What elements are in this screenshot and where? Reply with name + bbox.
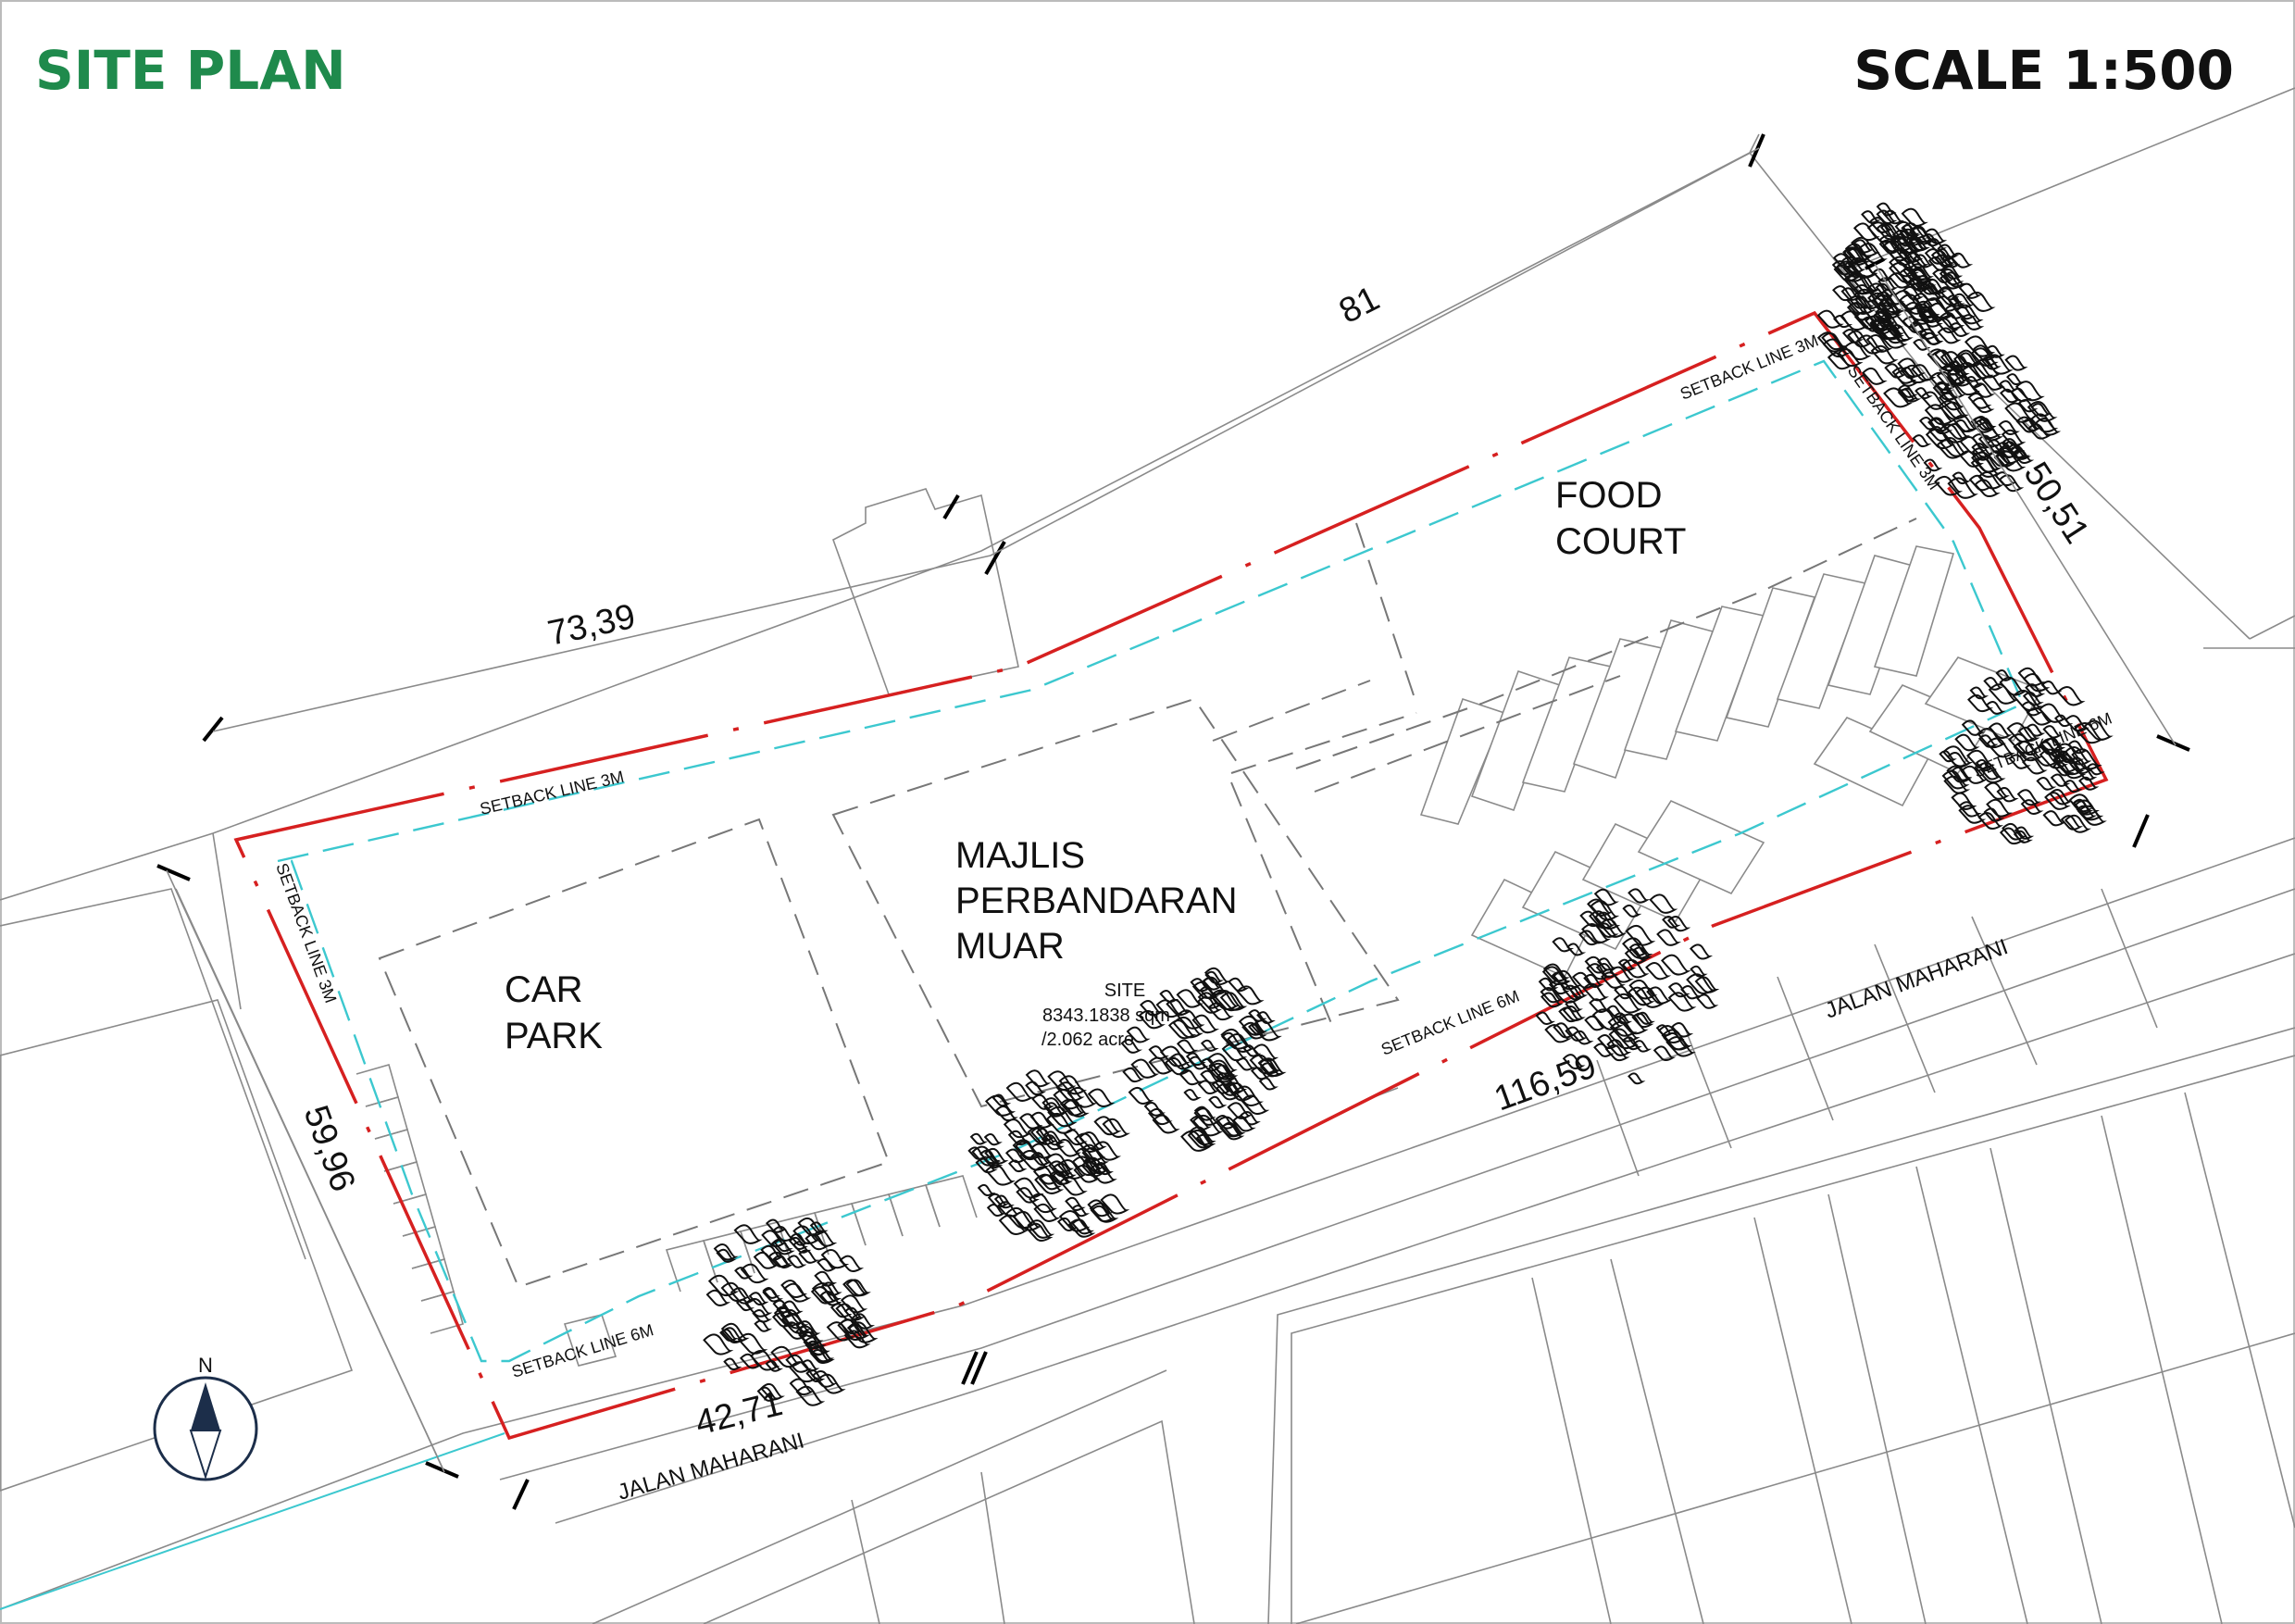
setback-label-east-top: SETBACK LINE 3M [1844,362,1944,493]
tree-symbol [1120,967,1287,1152]
setback-label-west: SETBACK LINE 3M [272,861,340,1006]
zone-outlines [378,518,1917,1289]
car-park-label-line1: CAR [505,969,582,1010]
scale-label: SCALE 1:500 [1853,39,2234,102]
tree-symbol [967,1069,1130,1243]
dimension-north-east: 81 [1333,279,1386,331]
context-lines [0,87,2295,1624]
dimension-south-west: 42,71 [692,1384,786,1443]
tree-symbol [703,1217,879,1406]
dimension-west: 59,96 [296,1101,363,1197]
majlis-label-line1: MAJLIS [955,835,1085,876]
tree-symbol [1535,888,1720,1085]
dimension-south: 116,59 [1490,1046,1602,1118]
north-arrow: N [153,1354,258,1481]
majlis-label-line2: PERBANDARAN [955,881,1238,921]
dimension-ticks [156,133,2190,1510]
trees [703,202,2114,1406]
setback-label-north: SETBACK LINE 3M [478,768,625,818]
site-label: SITE [1104,981,1145,1001]
site-area-acre: /2.062 acre [1041,1030,1134,1050]
majlis-label-line3: MUAR [955,926,1065,967]
dimension-north-west: 73,39 [544,597,639,654]
food-court-label-line2: COURT [1555,521,1686,562]
tree-symbol [1831,202,1964,344]
car-park-label-line2: PARK [505,1016,603,1056]
tree-symbol [1939,667,2114,845]
setback-line [277,359,2025,1363]
parking-bays [355,545,2043,1367]
page-title: SITE PLAN [35,39,346,102]
tree-symbol [1912,344,2062,499]
road-label-south-east: JALAN MAHARANI [1822,934,2012,1024]
setback-label-south: SETBACK LINE 6M [1378,987,1522,1059]
compass-north-needle [191,1382,220,1430]
compass-north-label: N [198,1354,213,1377]
dimension-east: 50,51 [2015,456,2096,551]
compass-south-needle [189,1430,222,1480]
site-area-sqm: 8343.1838 sqm [1042,1006,1170,1026]
food-court-label-line1: FOOD [1555,475,1663,516]
site-boundary [233,310,2109,1441]
